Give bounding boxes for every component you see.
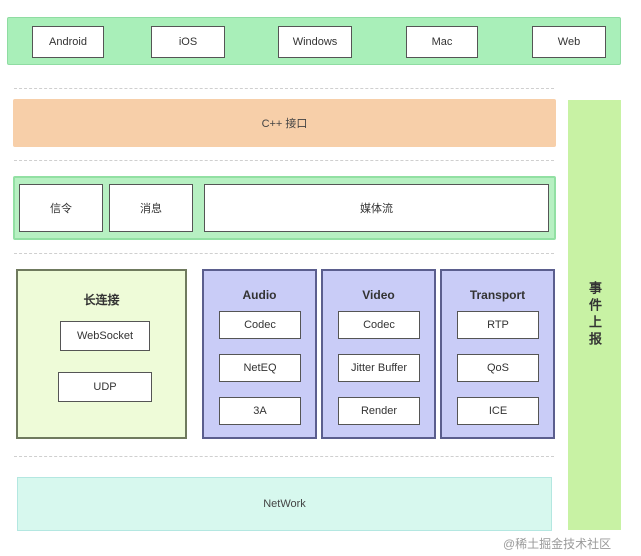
cpp-interface-layer: C++ 接口 bbox=[13, 99, 556, 147]
signaling-box: 信令 bbox=[19, 184, 103, 232]
separator-2 bbox=[14, 160, 554, 161]
video-codec-box: Codec bbox=[338, 311, 420, 339]
platform-mac: Mac bbox=[406, 26, 478, 58]
signaling-layer: 信令 消息 媒体流 bbox=[13, 176, 556, 240]
rtp-box: RTP bbox=[457, 311, 539, 339]
qos-box: QoS bbox=[457, 354, 539, 382]
platform-ios: iOS bbox=[151, 26, 225, 58]
event-report-bar: 事件上报 bbox=[568, 100, 621, 530]
event-report-label: 事件上报 bbox=[587, 281, 602, 349]
transport-title: Transport bbox=[469, 288, 526, 302]
watermark: @稀土掘金技术社区 bbox=[503, 537, 612, 551]
audio-3a-box: 3A bbox=[219, 397, 301, 425]
ice-box: ICE bbox=[457, 397, 539, 425]
audio-panel: Audio Codec NetEQ 3A bbox=[202, 269, 317, 439]
long-connection-title: 长连接 bbox=[83, 293, 120, 307]
message-box: 消息 bbox=[109, 184, 193, 232]
video-title: Video bbox=[362, 288, 395, 302]
network-layer: NetWork bbox=[17, 477, 552, 531]
audio-neteq-box: NetEQ bbox=[219, 354, 301, 382]
platform-web: Web bbox=[532, 26, 606, 58]
websocket-box: WebSocket bbox=[60, 321, 150, 351]
udp-box: UDP bbox=[58, 372, 152, 402]
media-stream-box: 媒体流 bbox=[204, 184, 549, 232]
separator-4 bbox=[14, 456, 554, 457]
audio-title: Audio bbox=[242, 288, 277, 302]
video-panel: Video Codec Jitter Buffer Render bbox=[321, 269, 436, 439]
render-box: Render bbox=[338, 397, 420, 425]
platform-android: Android bbox=[32, 26, 104, 58]
separator-1 bbox=[14, 88, 554, 89]
audio-codec-box: Codec bbox=[219, 311, 301, 339]
platform-windows: Windows bbox=[278, 26, 352, 58]
platform-layer: Android iOS Windows Mac Web bbox=[7, 17, 621, 65]
transport-panel: Transport RTP QoS ICE bbox=[440, 269, 555, 439]
long-connection-panel: 长连接 WebSocket UDP bbox=[16, 269, 187, 439]
separator-3 bbox=[14, 253, 554, 254]
jitter-buffer-box: Jitter Buffer bbox=[338, 354, 420, 382]
